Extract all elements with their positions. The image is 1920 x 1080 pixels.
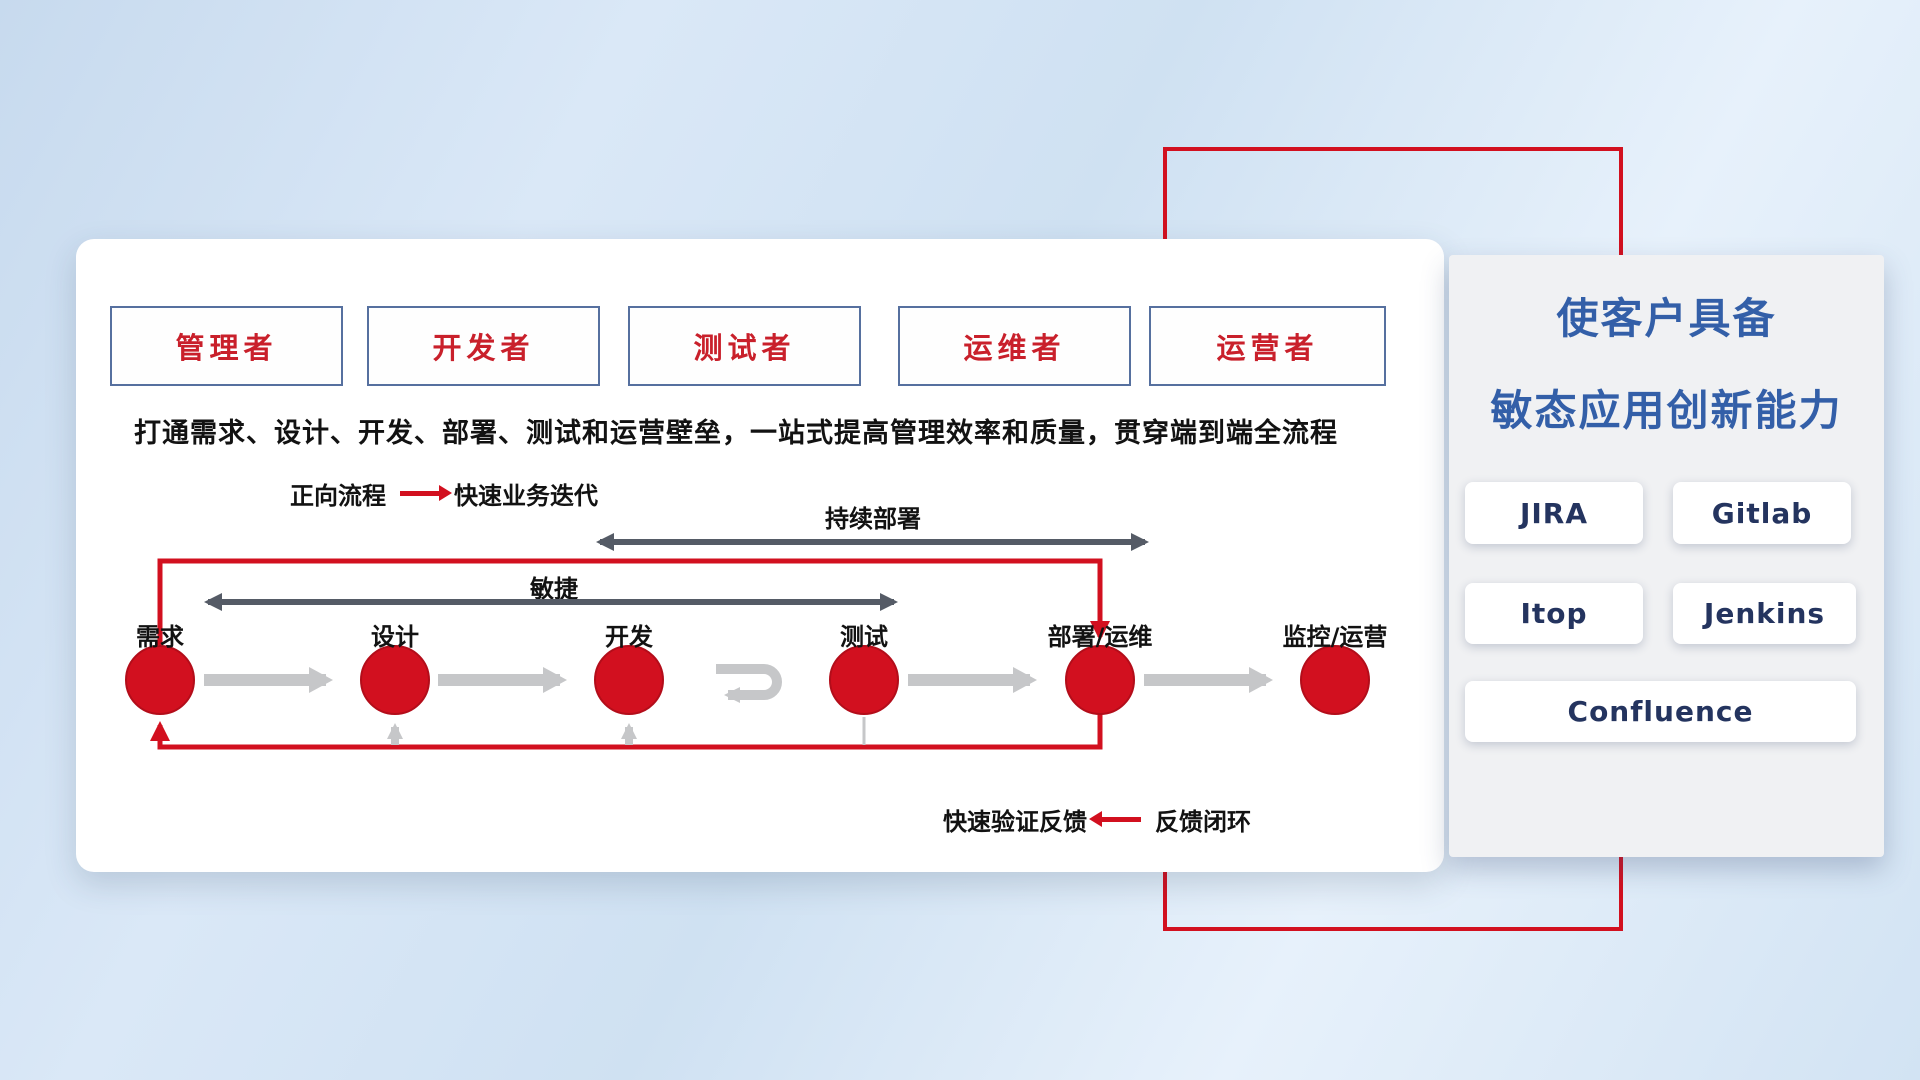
role-box-operator: 运营者 [1149,306,1386,386]
continuous-deploy-label: 持续部署 [825,505,921,533]
legend-feedback: 快速验证反馈 反馈闭环 [943,802,1251,837]
forward-flow-arrow [157,558,1110,645]
legend-forward-label: 正向流程 [290,482,386,510]
role-box-tester: 测试者 [628,306,861,386]
panel-title: 使客户具备 敏态应用创新能力 [1449,273,1884,457]
feedback-loop-arrow [150,714,1103,750]
node-circle-test [829,645,899,715]
side-panel: 使客户具备 敏态应用创新能力 JIRA Gitlab Itop Jenkins … [1449,255,1884,857]
role-label: 管理者 [175,331,278,365]
description: 打通需求、设计、开发、部署、测试和运营壁垒，一站式提高管理效率和质量，贯穿端到端… [134,418,1338,449]
tool-jenkins: Jenkins [1673,583,1856,644]
tool-itop: Itop [1465,583,1643,644]
node-circle-requirement [125,645,195,715]
node-circle-deploy-ops [1065,645,1135,715]
role-label: 测试者 [693,331,796,365]
node-label-requirement: 需求 [136,623,184,651]
left-arrow-icon [1089,811,1141,827]
tool-confluence: Confluence [1465,681,1856,742]
role-box-manager: 管理者 [110,306,343,386]
tool-jira: JIRA [1465,482,1643,544]
role-label: 运维者 [963,331,1066,365]
node-circle-design [360,645,430,715]
node-label-design: 设计 [371,623,419,651]
devops-flow-card: 管理者 开发者 测试者 运维者 运营者 打通需求、设计、开发、部署、测试和运营壁… [76,239,1444,872]
role-label: 运营者 [1216,331,1319,365]
panel-title-line1: 使客户具备 [1556,294,1777,343]
node-label-monitor-ops: 监控/运营 [1282,623,1388,651]
legend-forward: 正向流程 快速业务迭代 [290,476,598,511]
uturn-arrow-icon [716,664,782,703]
node-label-develop: 开发 [605,623,653,651]
right-arrow-icon [400,485,452,501]
node-circle-develop [594,645,664,715]
legend-forward-value: 快速业务迭代 [454,482,598,510]
node-circle-monitor-ops [1300,645,1370,715]
role-box-ops: 运维者 [898,306,1131,386]
panel-title-line2: 敏态应用创新能力 [1490,386,1843,435]
tool-gitlab: Gitlab [1673,482,1851,544]
node-label-test: 测试 [840,623,888,651]
legend-feedback-label: 快速验证反馈 [943,808,1087,836]
role-label: 开发者 [432,331,535,365]
node-label-deploy-ops: 部署/运维 [1047,623,1153,651]
role-box-developer: 开发者 [367,306,600,386]
flow-diagram [125,533,1370,750]
legend-feedback-value: 反馈闭环 [1155,808,1251,836]
